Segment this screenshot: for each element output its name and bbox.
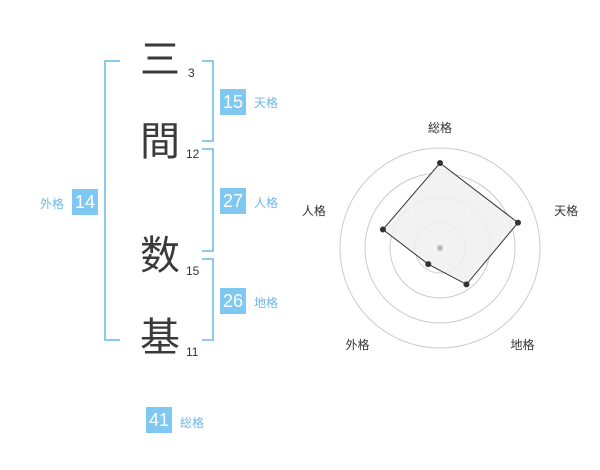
name-char-1: 三 bbox=[140, 37, 180, 83]
radar-label-5: 人格 bbox=[302, 203, 326, 218]
gaikaku-label: 外格 bbox=[40, 197, 65, 211]
radar-label-2: 天格 bbox=[554, 203, 578, 218]
stroke-count-1: 3 bbox=[188, 66, 195, 80]
name-char-2: 間 bbox=[140, 119, 180, 165]
chikaku-label: 地格 bbox=[254, 296, 279, 310]
chikaku-value: 26 bbox=[220, 288, 247, 314]
name-char-4: 基 bbox=[140, 315, 180, 361]
radar-point-3 bbox=[463, 281, 470, 288]
radar-point-5 bbox=[379, 226, 386, 233]
jinkaku-bracket bbox=[202, 148, 214, 252]
radar-label-3: 地格 bbox=[511, 337, 535, 352]
gaikaku-value: 14 bbox=[72, 189, 99, 215]
radar-label-1: 総格 bbox=[428, 120, 452, 135]
tenkaku-value: 15 bbox=[220, 89, 247, 115]
gaikaku-bracket bbox=[104, 60, 120, 341]
stroke-count-3: 15 bbox=[186, 264, 200, 278]
chikaku-bracket bbox=[202, 258, 214, 341]
tenkaku-bracket bbox=[202, 60, 214, 142]
radar-point-4 bbox=[425, 261, 432, 268]
radar-ring bbox=[339, 147, 541, 349]
radar-point-2 bbox=[514, 219, 521, 226]
name-char-3: 数 bbox=[140, 233, 180, 279]
tenkaku-label: 天格 bbox=[254, 96, 279, 110]
jinkaku-value: 27 bbox=[220, 188, 247, 214]
radar-polygon bbox=[382, 162, 519, 286]
stroke-count-4: 11 bbox=[186, 345, 199, 359]
radar-center bbox=[437, 245, 443, 251]
radar-label-4: 外格 bbox=[345, 337, 369, 352]
stroke-count-2: 12 bbox=[186, 147, 200, 161]
soukaku-label: 総格 bbox=[180, 416, 205, 430]
jinkaku-label: 人格 bbox=[254, 196, 279, 210]
radar-point-1 bbox=[437, 160, 443, 166]
soukaku-value: 41 bbox=[146, 407, 173, 433]
